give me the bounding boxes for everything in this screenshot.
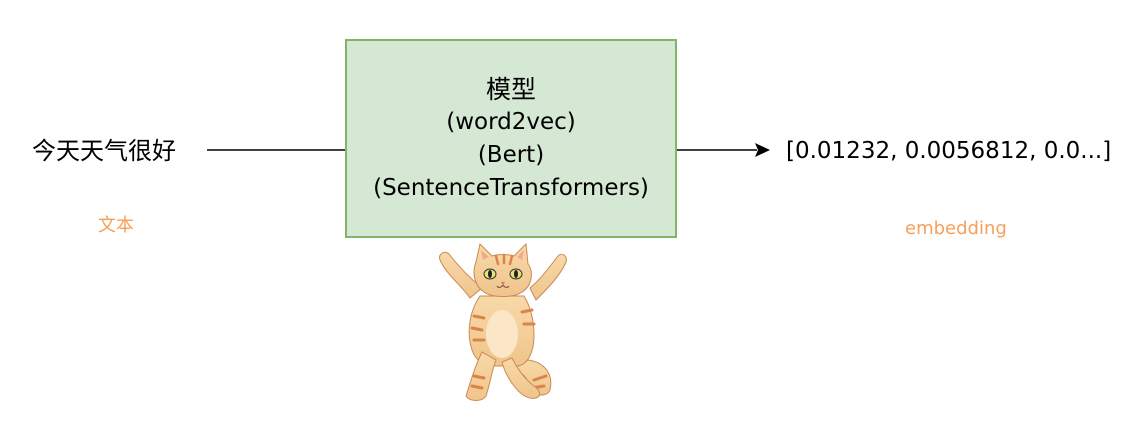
arrowhead-icon	[755, 143, 770, 157]
model-title: 模型	[485, 74, 536, 104]
model-option-word2vec: (word2vec)	[446, 108, 576, 135]
dancing-cat-icon	[439, 242, 567, 401]
output-embedding-vector: [0.01232, 0.0056812, 0.0...]	[786, 138, 1112, 164]
input-caption: 文本	[98, 215, 134, 236]
model-option-bert: (Bert)	[477, 141, 545, 168]
input-text: 今天天气很好	[32, 137, 176, 165]
model-option-sentence-transformers: (SentenceTransformers)	[373, 174, 649, 201]
model-box: 模型 (word2vec) (Bert) (SentenceTransforme…	[345, 39, 677, 238]
output-caption: embedding	[905, 218, 1007, 239]
